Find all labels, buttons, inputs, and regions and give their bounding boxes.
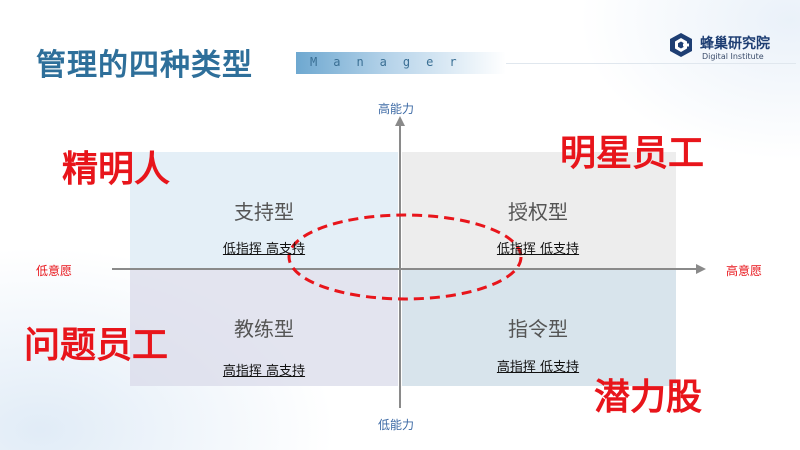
quadrant-top-left: [130, 152, 398, 268]
logo-name: 蜂巢研究院: [700, 36, 770, 52]
quadrant-top-right: [402, 152, 676, 268]
quadrant-bottom-right: [402, 270, 676, 386]
quadrant-title-bottom-right: 指令型: [508, 317, 568, 341]
page-title: 管理的四种类型: [36, 48, 253, 83]
subtitle-text: Manager: [310, 55, 473, 69]
quadrant-title-top-left: 支持型: [234, 200, 294, 224]
quadrant-desc-top-left: 低指挥 高支持: [222, 242, 306, 257]
axis-label-top: 高能力: [378, 102, 415, 116]
hexagon-logo-icon: [670, 33, 692, 57]
label-bottom-left: 问题员工: [24, 325, 169, 366]
label-top-right: 明星员工: [560, 133, 705, 174]
quadrant-desc-bottom-left: 高指挥 高支持: [222, 364, 306, 379]
quadrant-title-top-right: 授权型: [508, 200, 568, 224]
logo-subtitle: Digital Institute: [702, 52, 764, 61]
quadrant-desc-top-right: 低指挥 低支持: [496, 242, 580, 257]
label-top-left: 精明人: [62, 149, 171, 190]
quadrant-desc-bottom-right: 高指挥 低支持: [496, 360, 580, 375]
axis-label-right: 高意愿: [726, 264, 763, 278]
quadrant-title-bottom-left: 教练型: [234, 317, 294, 341]
axis-label-bottom: 低能力: [378, 418, 415, 432]
axis-label-left: 低意愿: [36, 264, 73, 278]
dashed-ellipse: [287, 213, 523, 301]
subtitle-bar: [296, 52, 506, 74]
header-divider: [506, 63, 796, 64]
label-bottom-right: 潜力股: [594, 377, 703, 418]
quadrant-bottom-left: [130, 270, 398, 386]
